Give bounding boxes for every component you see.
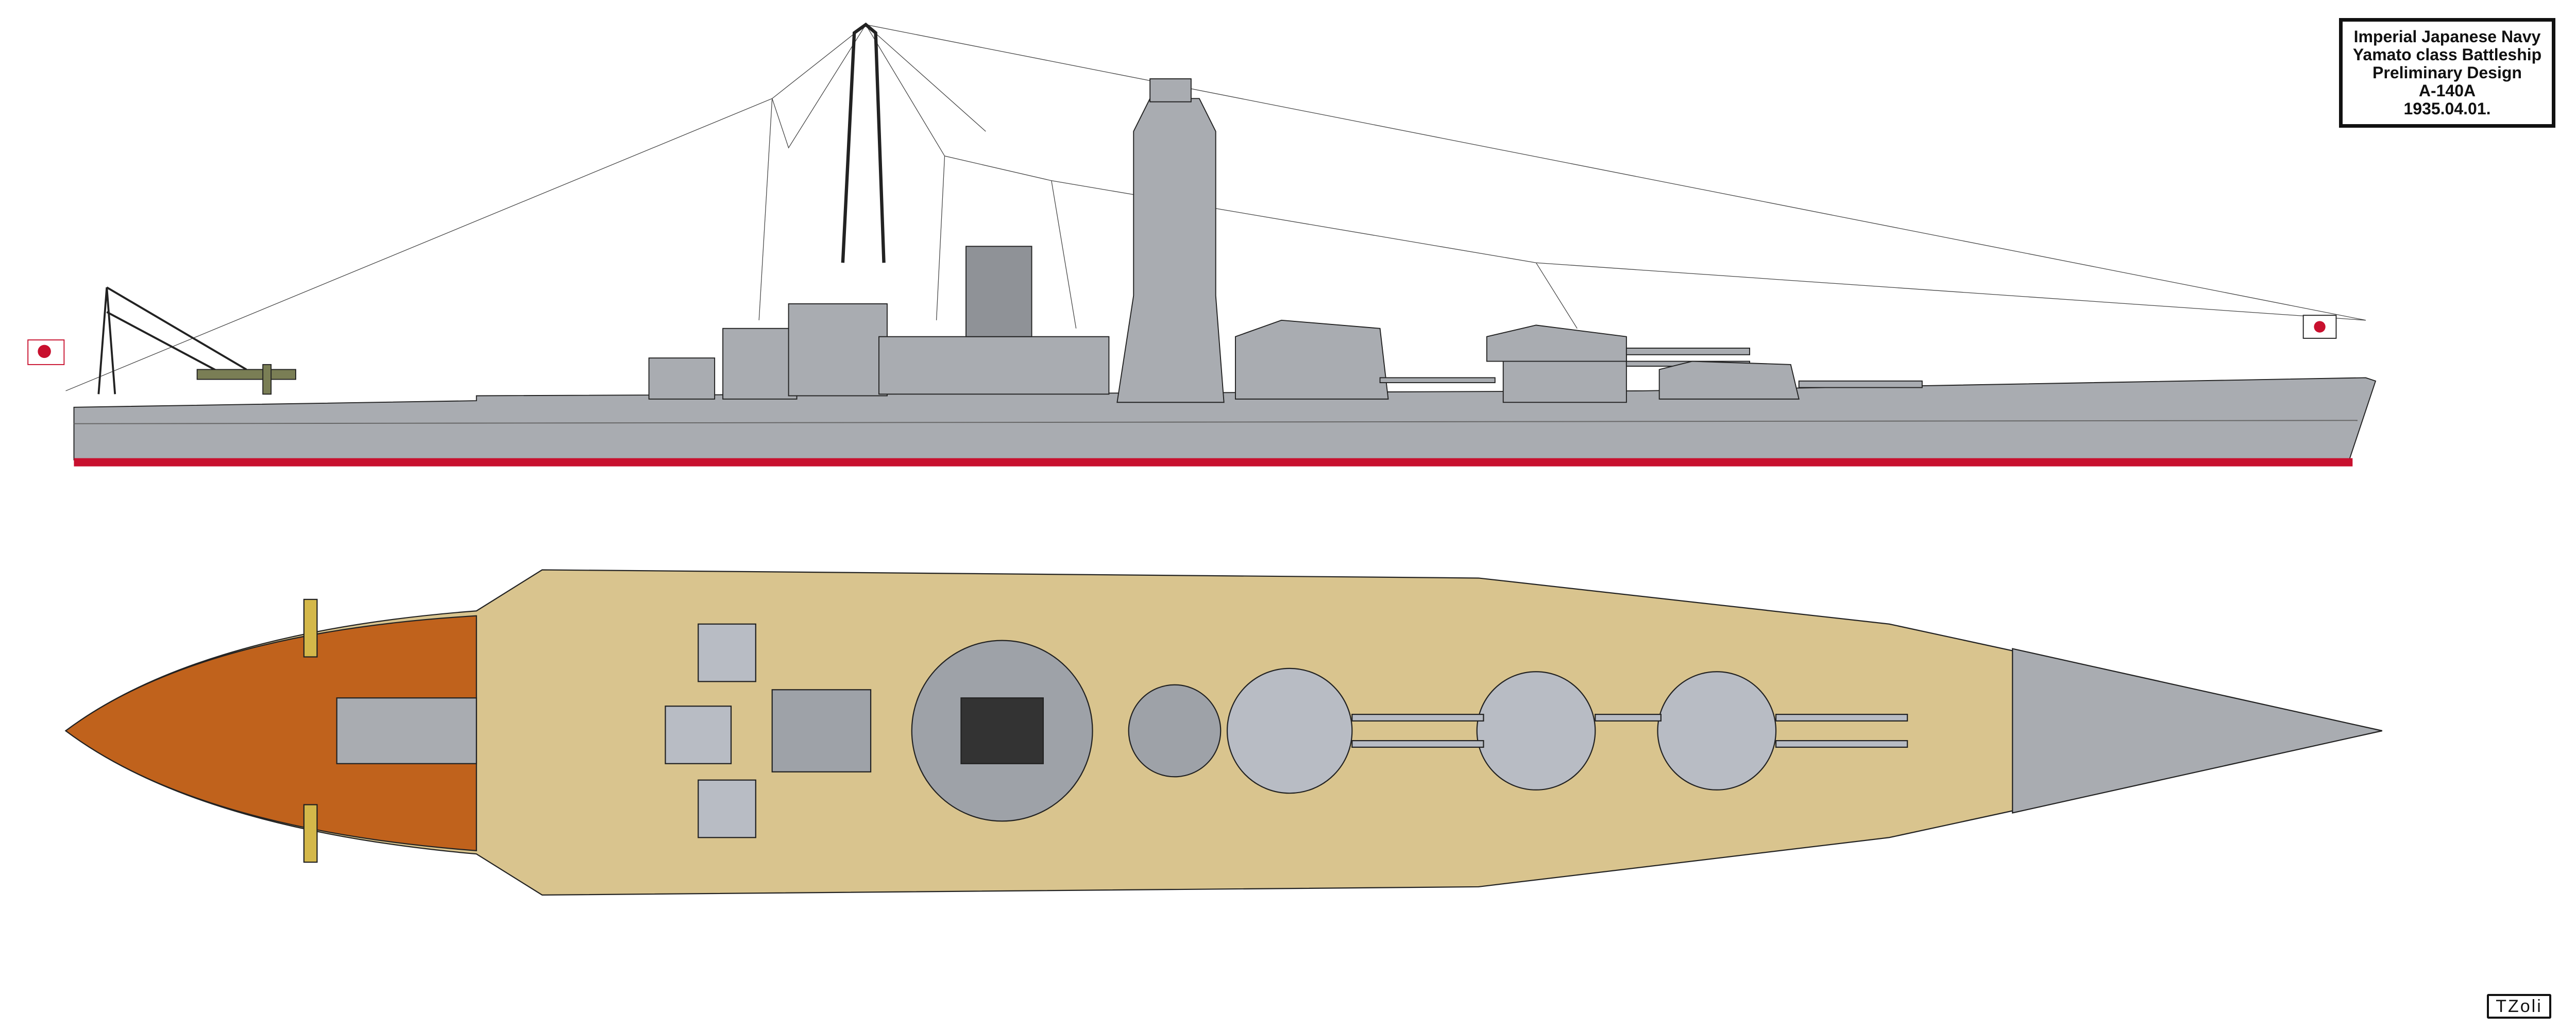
top-plan <box>64 569 2382 896</box>
title-designation: A-140A <box>2418 81 2476 100</box>
side-hull <box>73 377 2377 460</box>
rigging-lines <box>65 24 2366 391</box>
aircraft <box>196 364 296 395</box>
plan-superstructure <box>771 640 1222 822</box>
artist-signature: TZoli <box>2487 994 2551 1019</box>
boot-top <box>74 458 2353 467</box>
title-date: 1935.04.01. <box>2403 99 2491 118</box>
stern-hangar-cover <box>336 697 477 764</box>
bow-flag <box>2302 315 2337 339</box>
crane <box>97 286 247 394</box>
aft-turrets <box>648 328 798 400</box>
superstructure <box>788 22 1225 403</box>
bow-deck <box>2012 648 2382 814</box>
side-profile <box>27 22 2377 467</box>
plan-aircraft <box>303 598 318 863</box>
title-block: Imperial Japanese Navy Yamato class Batt… <box>2339 18 2555 128</box>
forward-turrets <box>1235 319 1923 403</box>
plan-turrets <box>665 623 1908 838</box>
stern-flag <box>27 339 65 365</box>
hull-strake-line <box>74 420 2358 424</box>
title-class: Yamato class Battleship <box>2352 45 2542 64</box>
title-navy: Imperial Japanese Navy <box>2353 27 2541 46</box>
title-design: Preliminary Design <box>2372 63 2522 82</box>
